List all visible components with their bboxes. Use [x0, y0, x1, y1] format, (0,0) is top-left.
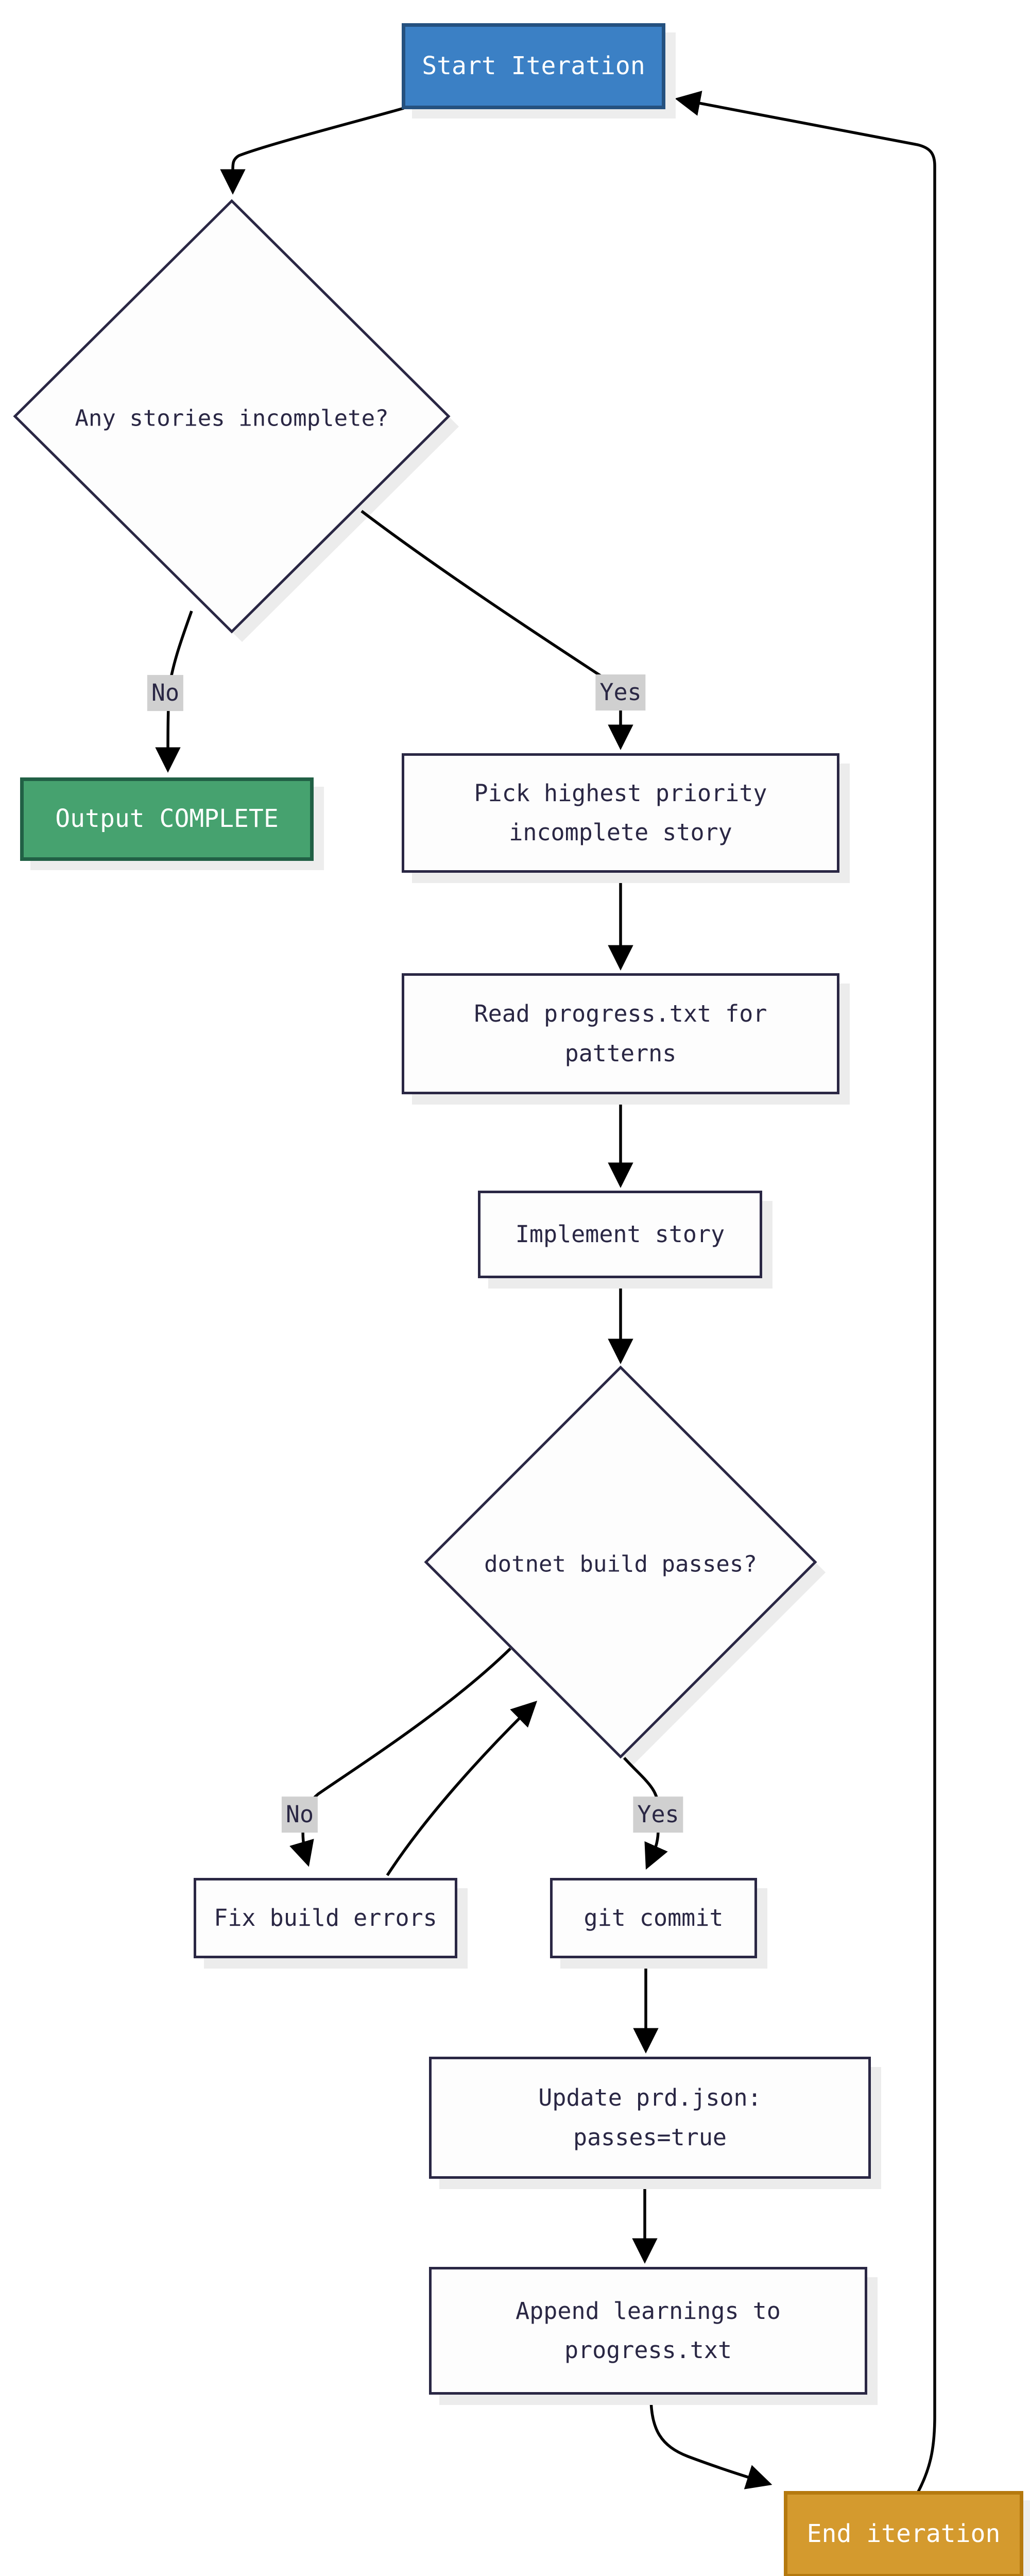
node-pick-story-line1: Pick highest priority [474, 779, 767, 807]
node-start-iteration: Start Iteration [402, 23, 665, 109]
node-implement-story-label: Implement story [515, 1220, 725, 1248]
edge-label-stories-yes: Yes [595, 674, 646, 710]
node-output-complete: Output COMPLETE [20, 777, 314, 861]
node-end-iteration-label: End iteration [806, 2519, 1001, 2549]
edge-stories-yes-to-pick [360, 510, 633, 750]
decision-stories-incomplete-label: Any stories incomplete? [75, 405, 389, 432]
edge-start-to-stories-decision [220, 107, 404, 195]
edge-label-build-no: No [281, 1797, 318, 1833]
node-append-learnings-line2: progress.txt [564, 2336, 732, 2364]
node-append-learnings-line1: Append learnings to [516, 2297, 781, 2325]
node-pick-story: Pick highest priority incomplete story [402, 753, 839, 873]
edge-label-build-yes: Yes [633, 1797, 683, 1833]
node-update-prd-line2: passes=true [573, 2123, 727, 2151]
node-read-progress-line1: Read progress.txt for [474, 1000, 767, 1027]
edge-label-stories-no: No [147, 675, 184, 711]
node-update-prd-line1: Update prd.json: [538, 2084, 762, 2111]
node-start-iteration-label: Start Iteration [422, 51, 645, 80]
node-read-progress-line2: patterns [564, 1039, 677, 1067]
edge-end-to-start-loop [675, 91, 936, 2496]
node-pick-story-line2: incomplete story [509, 819, 732, 846]
node-end-iteration: End iteration [784, 2491, 1023, 2576]
decision-build-passes-label: dotnet build passes? [484, 1551, 757, 1578]
node-fix-build-errors-label: Fix build errors [214, 1904, 437, 1931]
node-implement-story: Implement story [478, 1191, 762, 1278]
edge-append-to-end [649, 2396, 772, 2489]
build-decision-shape [424, 1365, 817, 1759]
node-output-complete-label: Output COMPLETE [55, 804, 279, 834]
edge-fix-to-build-decision [386, 1701, 538, 1876]
node-read-progress: Read progress.txt for patterns [402, 973, 839, 1094]
node-git-commit: git commit [550, 1878, 757, 1958]
edge-build-no-to-fix [289, 1648, 511, 1867]
node-fix-build-errors: Fix build errors [194, 1878, 457, 1958]
node-update-prd: Update prd.json: passes=true [429, 2057, 871, 2179]
stories-decision-shape [13, 199, 451, 634]
node-append-learnings: Append learnings to progress.txt [429, 2267, 867, 2395]
node-git-commit-label: git commit [583, 1904, 724, 1931]
